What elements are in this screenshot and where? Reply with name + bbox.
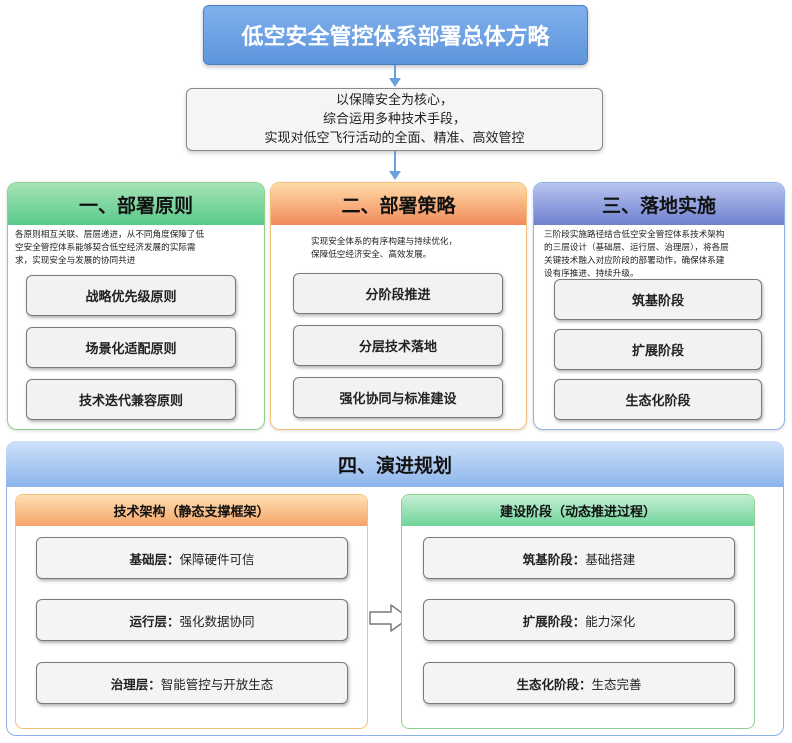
connector-line — [394, 151, 396, 172]
section-description: 实现安全体系的有序构建与持续优化， 保障低空经济安全、高效发展。 — [311, 236, 521, 262]
principle-item[interactable]: 战略优先级原则 — [26, 275, 236, 316]
core-line: 实现对低空飞行活动的全面、精准、高效管控 — [264, 131, 525, 146]
description-line: 各原则相互关联、层层递进，从不同角度保障了低 — [15, 230, 205, 240]
section-description: 三阶段实施路径结合低空安全管控体系技术架构 的三层设计（基础层、运行层、治理层）… — [544, 229, 780, 281]
phase-label: 筑基阶段： — [522, 551, 586, 567]
description-line: 设有序推进、持续升级。 — [544, 269, 639, 279]
core-line: 以保障安全为核心， — [335, 93, 453, 108]
section-title: 二、部署策略 — [271, 183, 526, 225]
phase-text: 生态完善 — [591, 676, 642, 692]
section-title: 一、部署原则 — [8, 183, 264, 225]
phase-label: 生态化阶段： — [516, 676, 592, 692]
description-line: 求，实现安全与发展的协同共进 — [15, 256, 136, 266]
description-line: 实现安全体系的有序构建与持续优化， — [311, 237, 458, 247]
phase-item[interactable]: 扩展阶段 — [554, 329, 762, 370]
right-arrow-icon — [369, 604, 410, 632]
section-title: 三、落地实施 — [534, 183, 784, 225]
architecture-layer-item[interactable]: 运行层：强化数据协同 — [36, 599, 348, 641]
construction-phase-item[interactable]: 生态化阶段：生态完善 — [423, 662, 735, 704]
section-title: 四、演进规划 — [6, 441, 784, 487]
description-line: 保障低空经济安全、高效发展。 — [311, 250, 432, 260]
phase-item[interactable]: 筑基阶段 — [554, 279, 762, 320]
principle-item[interactable]: 技术迭代兼容原则 — [26, 379, 236, 420]
description-line: 三阶段实施路径结合低空安全管控体系技术架构 — [544, 230, 725, 240]
layer-label: 运行层： — [129, 613, 180, 629]
connector-line — [394, 65, 396, 79]
construction-phase-item[interactable]: 筑基阶段：基础搭建 — [423, 537, 735, 579]
phase-text: 能力深化 — [585, 613, 636, 629]
layer-text: 保障硬件可信 — [179, 551, 255, 567]
layer-text: 智能管控与开放生态 — [160, 676, 274, 692]
strategy-item[interactable]: 分阶段推进 — [293, 273, 503, 314]
layer-label: 基础层： — [129, 551, 180, 567]
core-line: 综合运用多种技术手段， — [322, 112, 466, 127]
layer-label: 治理层： — [110, 676, 161, 692]
section-deployment-principles: 一、部署原则 各原则相互关联、层层递进，从不同角度保障了低 空安全管控体系能够契… — [7, 182, 265, 430]
tech-architecture-panel: 技术架构（静态支撑框架） 基础层：保障硬件可信 运行层：强化数据协同 治理层：智… — [15, 494, 368, 729]
principle-item[interactable]: 场景化适配原则 — [26, 327, 236, 368]
construction-phase-panel: 建设阶段（动态推进过程） 筑基阶段：基础搭建 扩展阶段：能力深化 生态化阶段：生… — [401, 494, 755, 729]
section-description: 各原则相互关联、层层递进，从不同角度保障了低 空安全管控体系能够契合低空经济发展… — [15, 229, 261, 268]
subpanel-title: 建设阶段（动态推进过程） — [402, 495, 754, 526]
description-line: 空安全管控体系能够契合低空经济发展的实际需 — [15, 243, 196, 253]
subpanel-title: 技术架构（静态支撑框架） — [16, 495, 367, 526]
phase-item[interactable]: 生态化阶段 — [554, 379, 762, 420]
phase-label: 扩展阶段： — [522, 613, 586, 629]
phase-text: 基础搭建 — [585, 551, 636, 567]
page-title: 低空安全管控体系部署总体方略 — [203, 5, 588, 65]
strategy-item[interactable]: 分层技术落地 — [293, 325, 503, 366]
architecture-layer-item[interactable]: 基础层：保障硬件可信 — [36, 537, 348, 579]
description-line: 的三层设计（基础层、运行层、治理层），将各层 — [544, 243, 729, 253]
layer-text: 强化数据协同 — [179, 613, 255, 629]
arrow-down-icon — [389, 78, 401, 87]
strategy-item[interactable]: 强化协同与标准建设 — [293, 377, 503, 418]
description-line: 关键技术融入对应阶段的部署动作，确保体系建 — [544, 256, 725, 266]
core-statement: 以保障安全为核心， 综合运用多种技术手段， 实现对低空飞行活动的全面、精准、高效… — [186, 88, 603, 151]
arrow-down-icon — [389, 171, 401, 180]
construction-phase-item[interactable]: 扩展阶段：能力深化 — [423, 599, 735, 641]
architecture-layer-item[interactable]: 治理层：智能管控与开放生态 — [36, 662, 348, 704]
section-deployment-strategy: 二、部署策略 实现安全体系的有序构建与持续优化， 保障低空经济安全、高效发展。 … — [270, 182, 527, 430]
section-implementation: 三、落地实施 三阶段实施路径结合低空安全管控体系技术架构 的三层设计（基础层、运… — [533, 182, 785, 430]
